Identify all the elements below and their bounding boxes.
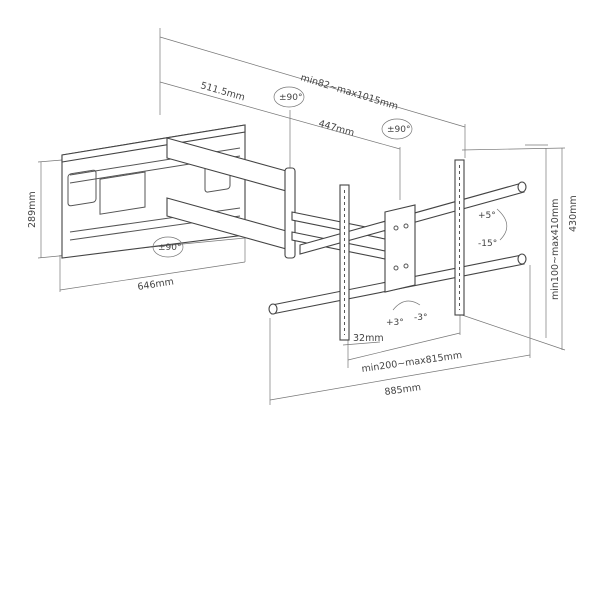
arm-1 [166, 137, 296, 259]
vesa-horizontal-label: min200~max815mm [361, 350, 463, 375]
tilt-down-angle: -15° [478, 239, 497, 249]
swivel-wall-angle: ±90° [158, 243, 182, 253]
bar-length-label: 885mm [384, 382, 422, 398]
rotation-indicators: ±90° ±90° ±90° +5° -15° +3° -3° [152, 86, 508, 328]
rail-height-label: 430mm [568, 195, 579, 232]
vesa-vertical-label: min100~max410mm [550, 199, 561, 300]
rail-width-label: 32mm [353, 333, 384, 344]
swivel-arm-1-angle: ±90° [279, 93, 303, 103]
tilt-up-angle: +5° [478, 211, 496, 221]
vertical-rails [339, 159, 465, 341]
wall-plate-height-label: 289mm [27, 191, 38, 228]
arm-2-label: 447mm [317, 118, 355, 139]
wall-plate-width-label: 646mm [137, 276, 175, 293]
swivel-arm-2-angle: ±90° [387, 125, 411, 135]
level-minus-angle: -3° [414, 313, 427, 323]
level-plus-angle: +3° [386, 318, 404, 328]
dimension-lines [37, 28, 566, 405]
arm-1-label: 511.5mm [199, 80, 246, 103]
vesa-plate [384, 204, 416, 293]
wall-plate [61, 124, 246, 259]
total-extension-label: min82~max1015mm [299, 72, 399, 112]
